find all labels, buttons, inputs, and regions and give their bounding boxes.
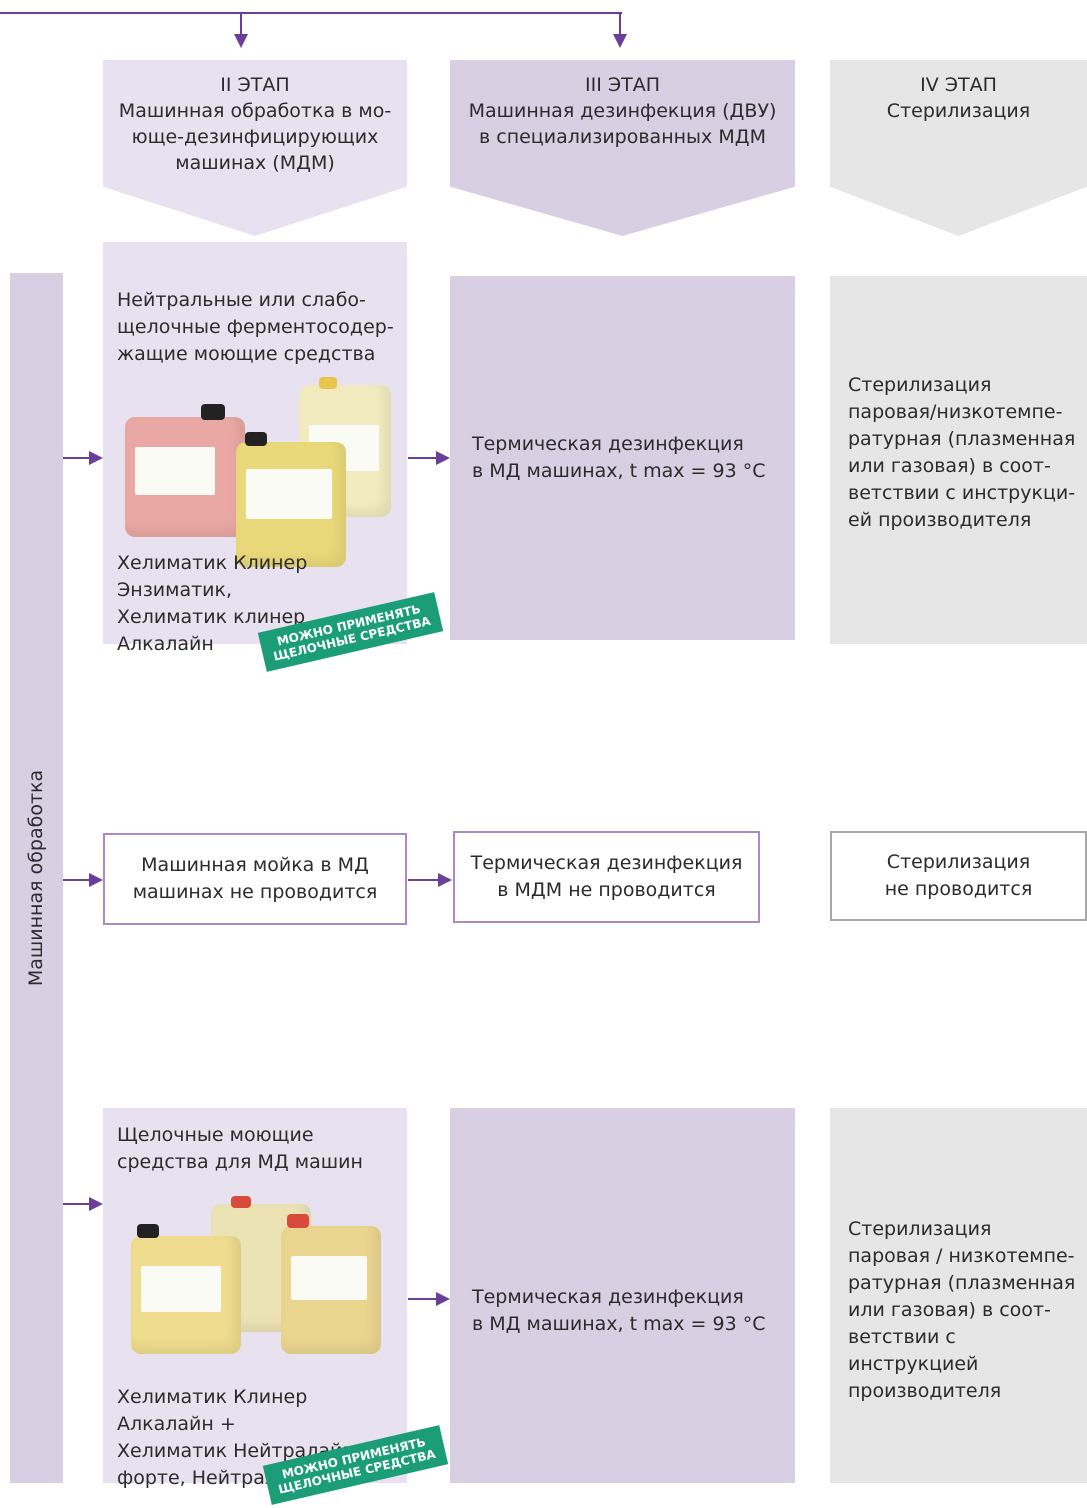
stage-3-description: Машинная дезинфекция (ДВУ) в специализир… [468,100,777,148]
row1-wash-heading: Нейтральные или слабо- щелочные ферменто… [117,289,394,365]
stage-2-description: Машинная обработка в мо- юще-дезинфициру… [118,100,392,174]
row3-arrow-to-wash [63,1197,103,1211]
row1-arrow-to-disinfection [408,451,450,465]
row2-disinfection-box: Термическая дезинфекция в МДМ не проводи… [453,831,760,923]
row1-wash-products: Хелиматик Клинер Энзиматик, Хелиматик кл… [117,552,308,655]
row3-disinfection-box: Термическая дезинфекция в МД машинах, t … [450,1108,795,1483]
row1-disinfection-text: Термическая дезинфекция в МД машинах, t … [472,433,766,482]
row3-wash-box: Щелочные моющие средства для МД машин Хе… [103,1108,407,1489]
row3-arrow-to-disinfection [408,1292,450,1306]
stage-2-title: II ЭТАП [220,74,290,96]
stage-3-header: III ЭТАП Машинная дезинфекция (ДВУ) в сп… [450,60,795,236]
row1-sterilization-text: Стерилизация паровая/низкотемпе- ратурна… [848,374,1076,531]
row1-arrow-to-wash [63,451,103,465]
row3-sterilization-box: Стерилизация паровая / низкотемпе- ратур… [830,1108,1087,1483]
row1-wash-box: Нейтральные или слабо- щелочные ферменто… [103,242,407,655]
sidebar-machine-processing [10,273,63,1483]
row1-sterilization-box: Стерилизация паровая/низкотемпе- ратурна… [830,276,1087,644]
row3-disinfection-text: Термическая дезинфекция в МД машинах, t … [472,1286,766,1335]
stage-4-title: IV ЭТАП [920,74,997,96]
stage-4-header: IV ЭТАП Стерилизация [830,60,1087,236]
row2-arrow-to-disinfection [408,873,452,887]
arrow-to-stage-3 [613,12,627,48]
row2-wash-box: Машинная мойка в МД машинах не проводитс… [103,833,407,925]
row3-wash-heading: Щелочные моющие средства для МД машин [117,1124,363,1173]
row2-arrow-to-wash [63,873,103,887]
row3-sterilization-text: Стерилизация паровая / низкотемпе- ратур… [848,1218,1076,1402]
top-connector-line [0,12,622,14]
row1-product-image [121,377,391,567]
row3-product-image [131,1196,381,1356]
arrow-to-stage-2 [234,12,248,48]
sidebar-label: Машинная обработка [25,769,47,987]
row1-disinfection-box: Термическая дезинфекция в МД машинах, t … [450,276,795,640]
stage-4-description: Стерилизация [886,100,1031,122]
row2-sterilization-box: Стерилизация не проводится [830,831,1087,921]
stage-2-header: II ЭТАП Машинная обработка в мо- юще-дез… [103,60,407,236]
stage-3-title: III ЭТАП [584,74,660,96]
